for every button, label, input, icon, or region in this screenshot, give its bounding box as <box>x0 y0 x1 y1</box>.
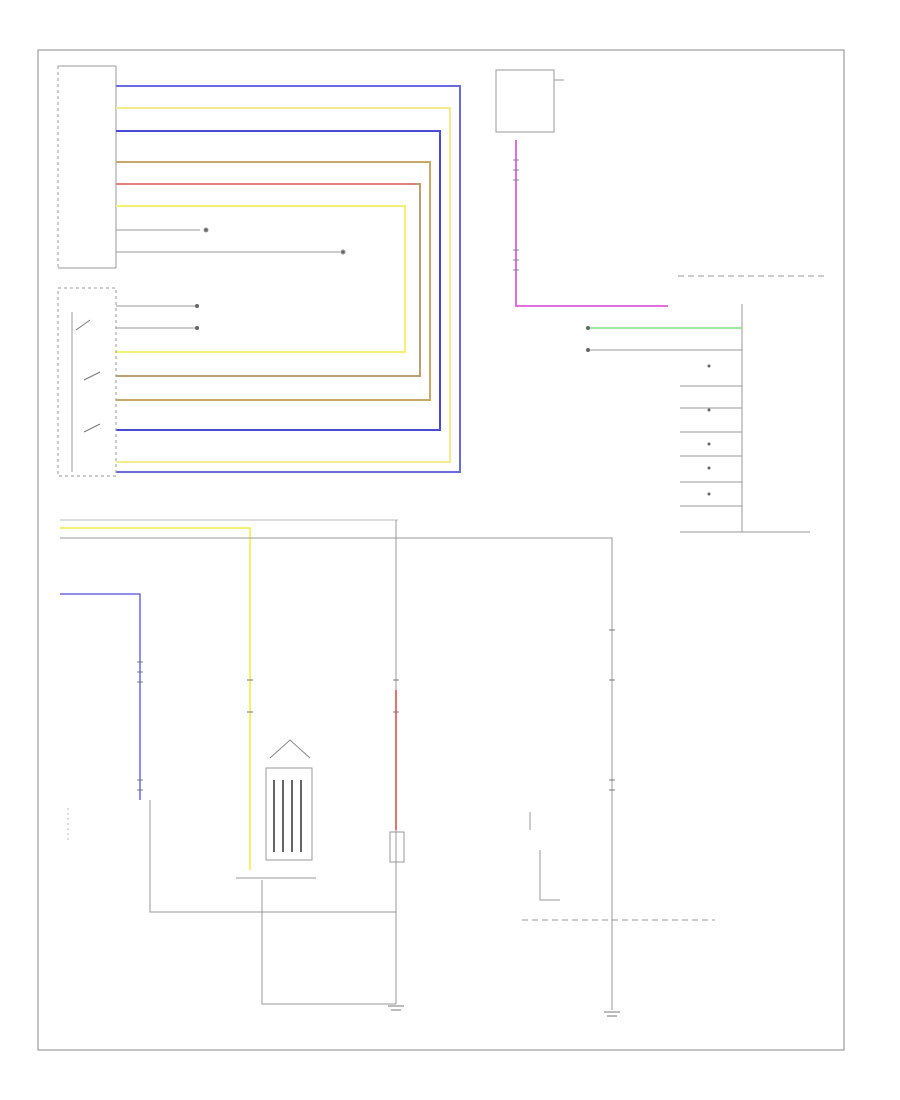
wire-tan-1 <box>116 161 431 401</box>
wire-blue-lower <box>60 593 141 800</box>
main-harness-wires <box>116 85 461 473</box>
instrument-cluster <box>586 275 826 533</box>
wire-yellow-lower <box>60 527 251 870</box>
right-lower-component <box>522 812 715 921</box>
wire-blue-outer <box>116 85 461 473</box>
wire-yellow <box>116 205 406 353</box>
wire-blue-inner <box>116 130 441 431</box>
ground-icon <box>388 1005 620 1017</box>
wire-tan-2 <box>116 183 421 377</box>
wire-light-yellow-1 <box>116 107 451 463</box>
module-gray-wires <box>116 227 346 255</box>
lower-connector-ticks <box>137 629 615 791</box>
switch-assembly <box>57 287 199 477</box>
switch-icon <box>75 319 101 433</box>
lower-harness <box>60 519 613 1010</box>
inline-component <box>389 831 405 863</box>
wire-magenta <box>515 140 668 307</box>
diagram-frame <box>37 49 845 1051</box>
top-left-module <box>57 65 117 269</box>
top-right-component <box>495 69 668 307</box>
connector-icon <box>236 739 316 879</box>
